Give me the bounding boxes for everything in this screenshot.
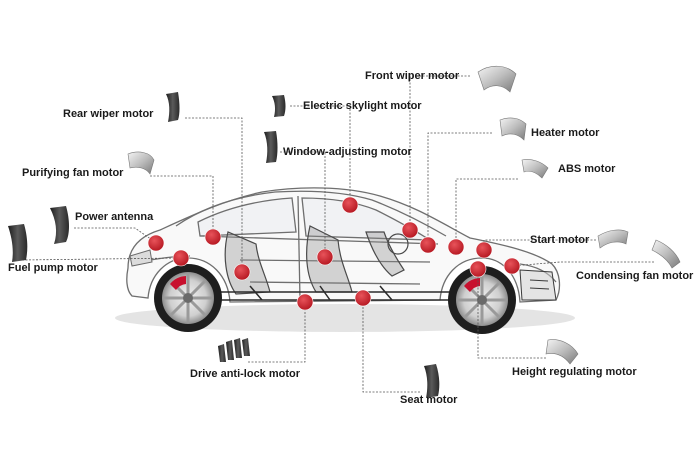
marker-condensing-fan — [503, 257, 521, 275]
marker-drive-anti-lock — [296, 293, 314, 311]
marker-abs — [447, 238, 465, 256]
label-power-antenna: Power antenna — [75, 211, 154, 223]
label-rear-wiper-motor: Rear wiper motor — [63, 108, 154, 120]
car-chassis — [196, 285, 470, 301]
arc-magnet-icon-front-wiper — [477, 65, 517, 93]
arc-magnet-icon-rear-wiper — [166, 92, 180, 122]
label-condensing-fan-motor: Condensing fan motor — [576, 270, 694, 282]
label-start-motor: Start motor — [530, 234, 590, 246]
label-drive-anti-lock-motor: Drive anti-lock motor — [190, 368, 301, 380]
arc-magnet-icon-drive-anti-lock — [218, 338, 250, 362]
leader-drive-anti-lock — [248, 302, 306, 363]
arc-magnet-icon-electric-skylight — [272, 95, 286, 117]
arc-magnet-icon-power-antenna — [50, 206, 69, 244]
marker-rear-wiper — [233, 263, 251, 281]
leader-abs — [455, 178, 518, 246]
leader-fuel-pump — [21, 257, 181, 261]
leader-height-regulating — [477, 270, 546, 359]
rear-light — [129, 249, 153, 267]
label-height-regulating-motor: Height regulating motor — [512, 366, 637, 378]
arc-magnet-icon-heater — [499, 117, 527, 141]
leader-window-adjusting — [280, 151, 326, 256]
marker-front-wiper — [401, 221, 419, 239]
motor-markers — [147, 196, 521, 311]
marker-seat — [354, 289, 372, 307]
leader-condensing-fan — [511, 261, 654, 267]
marker-window-adjusting — [316, 248, 334, 266]
rear-wheel — [154, 264, 222, 332]
marker-fuel-pump — [172, 249, 190, 267]
arc-magnet-icon-window-adjusting — [264, 131, 278, 163]
label-seat-motor: Seat motor — [400, 394, 458, 406]
label-purifying-fan-motor: Purifying fan motor — [22, 167, 124, 179]
label-fuel-pump-motor: Fuel pump motor — [8, 262, 98, 274]
leader-purifying-fan — [150, 175, 214, 236]
arc-magnet-icon-fuel-pump — [8, 224, 28, 262]
marker-heater — [419, 236, 437, 254]
label-front-wiper-motor: Front wiper motor — [365, 70, 460, 82]
marker-purifying-fan — [204, 228, 222, 246]
marker-start — [475, 241, 493, 259]
arc-magnet-icon-height-regulating — [545, 339, 579, 365]
front-wheel — [448, 266, 516, 334]
label-electric-skylight-motor: Electric skylight motor — [303, 100, 422, 112]
leader-electric-skylight — [290, 105, 351, 204]
arc-magnet-icon-abs — [521, 159, 549, 179]
label-window-adjusting-motor: Window-adjusting motor — [283, 146, 412, 158]
marker-height-regulating — [469, 260, 487, 278]
leader-start — [483, 239, 596, 250]
leader-heater — [427, 132, 492, 244]
car-interior — [224, 225, 409, 295]
arc-magnet-icon-purifying-fan — [127, 151, 155, 175]
marker-electric-skylight — [341, 196, 359, 214]
arc-magnet-icon-start — [597, 229, 629, 249]
label-abs-motor: ABS motor — [558, 163, 616, 175]
arc-magnet-icon-condensing-fan — [651, 239, 681, 269]
leader-rear-wiper — [185, 117, 243, 272]
label-heater-motor: Heater motor — [531, 127, 600, 139]
leader-power-antenna — [74, 227, 156, 243]
leader-seat — [362, 298, 420, 393]
marker-power-antenna — [147, 234, 165, 252]
car-front-detail — [519, 269, 557, 301]
arc-magnet-icon-seat — [424, 364, 440, 398]
leader-front-wiper — [409, 75, 470, 228]
leader-lines — [21, 75, 654, 393]
